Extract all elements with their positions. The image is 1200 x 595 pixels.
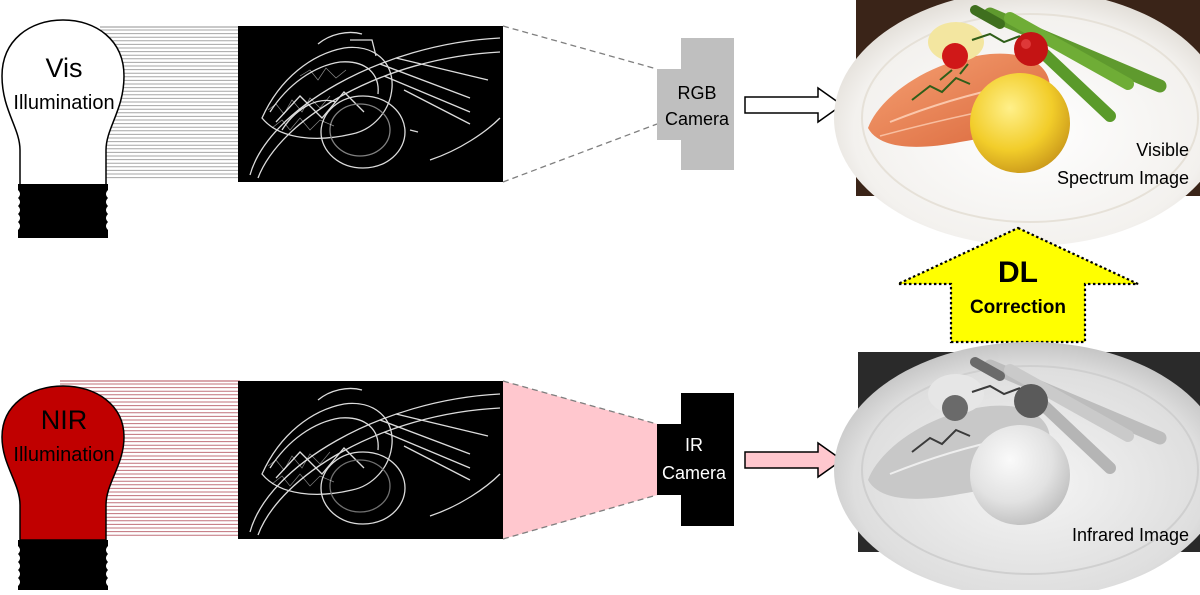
ir-camera-icon: IR Camera	[657, 393, 734, 526]
visible-spectrum-photo: Visible Spectrum Image	[834, 0, 1200, 246]
nir-bulb-base	[18, 540, 108, 590]
infrared-photo: Infrared Image	[834, 342, 1200, 595]
nir-bulb-sublabel: Illumination	[13, 444, 114, 466]
nir-bulb-label: NIR	[41, 405, 88, 435]
nir-edge-image	[238, 381, 503, 539]
dl-correction-subtitle: Correction	[970, 297, 1066, 318]
visible-bulb-base	[18, 184, 108, 238]
dl-correction-arrow: DL Correction	[897, 226, 1139, 344]
ir-camera-label-line1: IR	[685, 435, 703, 455]
rgb-camera-label-line1: RGB	[677, 83, 716, 103]
visible-output-arrow-icon	[744, 86, 844, 124]
visible-photo-caption-line1: Visible	[1136, 140, 1189, 160]
nir-projection-line-bottom	[502, 494, 658, 540]
rgb-camera-label-line2: Camera	[665, 109, 730, 129]
nir-output-arrow-icon	[744, 441, 844, 479]
visible-bulb-icon: Vis Illumination	[1, 19, 125, 238]
ir-camera-label-line2: Camera	[662, 463, 727, 483]
dl-correction-arrow-icon	[897, 226, 1139, 344]
dl-correction-title: DL	[998, 256, 1038, 289]
visible-bulb-label: Vis	[45, 53, 82, 83]
visible-photo-caption-line2: Spectrum Image	[1057, 168, 1189, 188]
nir-bulb-icon: NIR Illumination	[1, 385, 125, 590]
nir-projection-line-top	[502, 380, 658, 425]
nir-row: NIR Illumination	[1, 342, 1200, 595]
nir-projection-cone	[503, 381, 657, 539]
visible-light-beam	[100, 29, 240, 179]
visible-projection-line-bottom	[502, 123, 658, 183]
infrared-photo-caption: Infrared Image	[1072, 525, 1189, 545]
visible-row: Vis Illumination	[1, 0, 1200, 246]
rgb-camera-icon: RGB Camera	[657, 38, 734, 170]
visible-bulb-sublabel: Illumination	[13, 92, 114, 114]
visible-edge-image	[238, 26, 503, 182]
visible-projection-line-top	[502, 25, 658, 70]
